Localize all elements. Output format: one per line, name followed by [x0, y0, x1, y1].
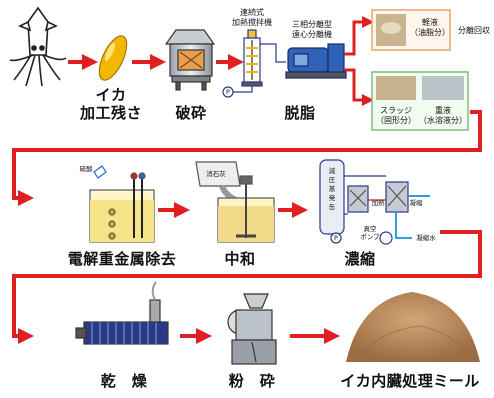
squid-icon [9, 6, 67, 87]
vacuum-pump-label-line2: ポンプ [360, 233, 380, 241]
squid-residue-icon [98, 35, 128, 81]
concentrate-label: 濃縮 [344, 250, 376, 268]
arrow-light-liquid [344, 16, 374, 56]
vacuum-pump-label-line1: 真空 [363, 225, 377, 233]
degrease-label: 脱脂 [284, 104, 316, 122]
product-label: イカ内臓処理ミール [340, 372, 480, 390]
grinder-icon [227, 293, 277, 365]
evaporator-icon [319, 159, 430, 239]
evaporator-char-5: 缶 [328, 203, 336, 211]
heavy-liquid-photo [422, 76, 464, 100]
squid-label-line1: イカ [95, 86, 127, 104]
heater-stirrer-icon [241, 29, 263, 87]
crusher-icon [164, 29, 216, 91]
electrolysis-label: 電解重金属除去 [67, 250, 177, 268]
light-liquid-label-line2: （油脂分） [410, 28, 450, 37]
heater-label-line1: 連続式 [240, 8, 264, 17]
crush-label: 破砕 [175, 104, 207, 122]
sulfuric-acid-label: 硫酸 [79, 165, 93, 173]
light-liquid-sample-icon [381, 22, 401, 34]
concentrate-pump-label: P [334, 234, 338, 242]
separator-label-line2: 遠心分離機 [292, 30, 332, 39]
concentrate-pump-icon [330, 232, 342, 244]
evaporator-char-2: 圧 [328, 176, 336, 184]
heavy-liquid-label-line2: （水溶液分） [419, 116, 467, 125]
light-liquid-label-line1: 軽液 [422, 18, 438, 27]
condensate-label: 凝縮水 [416, 234, 436, 242]
separate-recover-label: 分離回収 [458, 26, 490, 35]
dry-label: 乾 燥 [100, 372, 148, 390]
evaporator-char-3: 蒸 [328, 185, 336, 193]
connector-row1-row2 [12, 110, 482, 206]
evaporator-char-4: 発 [328, 194, 336, 202]
slaked-lime-label: 消石灰 [206, 170, 226, 178]
electrolysis-tank-icon [89, 165, 155, 243]
condense-label: 凝縮 [409, 199, 423, 207]
evaporator-char-1: 減 [328, 167, 336, 175]
meal-pile-icon [346, 292, 480, 362]
heating-label: 加熱 [371, 199, 385, 207]
heater-label-line2: 加熱撹拌機 [232, 18, 272, 27]
connector-row2-row3 [12, 230, 482, 344]
pump-label: P [226, 88, 230, 96]
sludge-photo [376, 76, 416, 100]
vacuum-pump-icon [379, 231, 393, 245]
arrow-sludge-heavy [344, 68, 374, 106]
neutralize-label: 中和 [224, 250, 256, 268]
grind-label: 粉 砕 [228, 372, 276, 390]
separator-label-line1: 三相分離型 [292, 20, 332, 29]
pipe-pump-heater [233, 86, 253, 93]
pipe-heater-separator [260, 43, 286, 63]
neutralization-tank-icon [195, 161, 275, 243]
squid-label-line2: 加工残さ [79, 104, 143, 122]
dryer-icon [75, 281, 169, 345]
sludge-label-line1: スラッジ [380, 106, 412, 115]
sludge-label-line2: （固形分） [376, 116, 416, 125]
centrifuge-icon [285, 43, 347, 79]
heavy-liquid-label-line1: 重液 [435, 106, 451, 115]
